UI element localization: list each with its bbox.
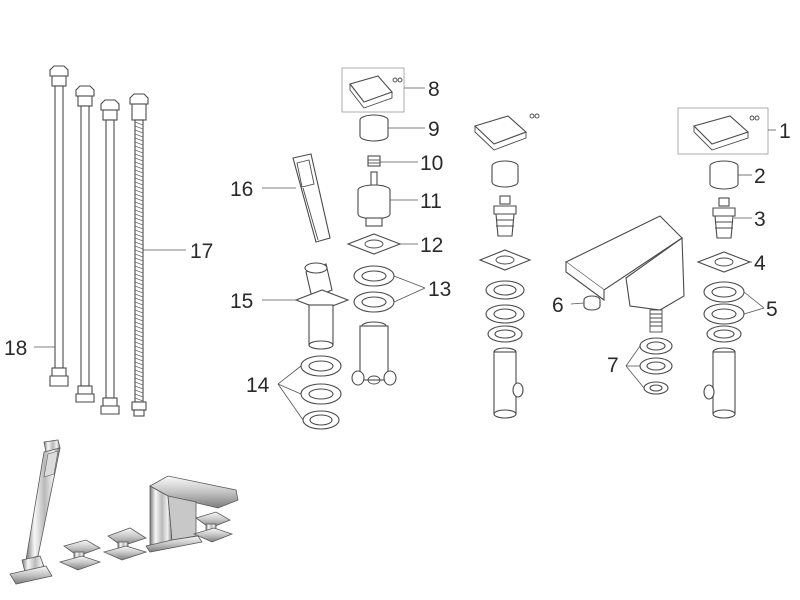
callout-5: 5 <box>766 298 778 321</box>
callout-12: 12 <box>420 234 443 257</box>
flexible-hose-1 <box>49 65 69 387</box>
spout-assembly <box>564 215 685 395</box>
assembled-product-render <box>9 439 239 585</box>
callout-4: 4 <box>754 252 766 275</box>
callout-7: 7 <box>607 354 619 377</box>
callout-3: 3 <box>754 208 766 231</box>
callout-14: 14 <box>246 374 270 397</box>
hose-group <box>49 65 149 417</box>
diverter-body <box>294 262 350 350</box>
callout-10: 10 <box>420 152 443 175</box>
flexible-hose-3 <box>100 99 120 415</box>
callout-8: 8 <box>428 78 440 101</box>
callout-16: 16 <box>230 178 253 201</box>
callout-18: 18 <box>4 337 27 360</box>
callout-1: 1 <box>779 120 791 143</box>
hand-shower <box>292 153 331 243</box>
braided-shower-hose <box>129 93 149 417</box>
diverter-washers <box>300 355 342 430</box>
callout-17: 17 <box>190 240 213 263</box>
leader-lines <box>34 87 776 421</box>
callout-numbers: 1 2 3 4 5 6 7 8 9 10 11 12 13 14 15 16 1… <box>4 78 791 397</box>
valve-column <box>341 67 405 386</box>
callout-13: 13 <box>428 278 451 301</box>
flexible-hose-2 <box>75 85 95 403</box>
callout-11: 11 <box>420 190 442 213</box>
right-valve-column <box>677 107 769 419</box>
callout-15: 15 <box>230 290 253 313</box>
callout-6: 6 <box>552 294 564 317</box>
callout-2: 2 <box>754 165 766 188</box>
middle-valve-column <box>473 113 540 419</box>
callout-9: 9 <box>428 118 440 141</box>
